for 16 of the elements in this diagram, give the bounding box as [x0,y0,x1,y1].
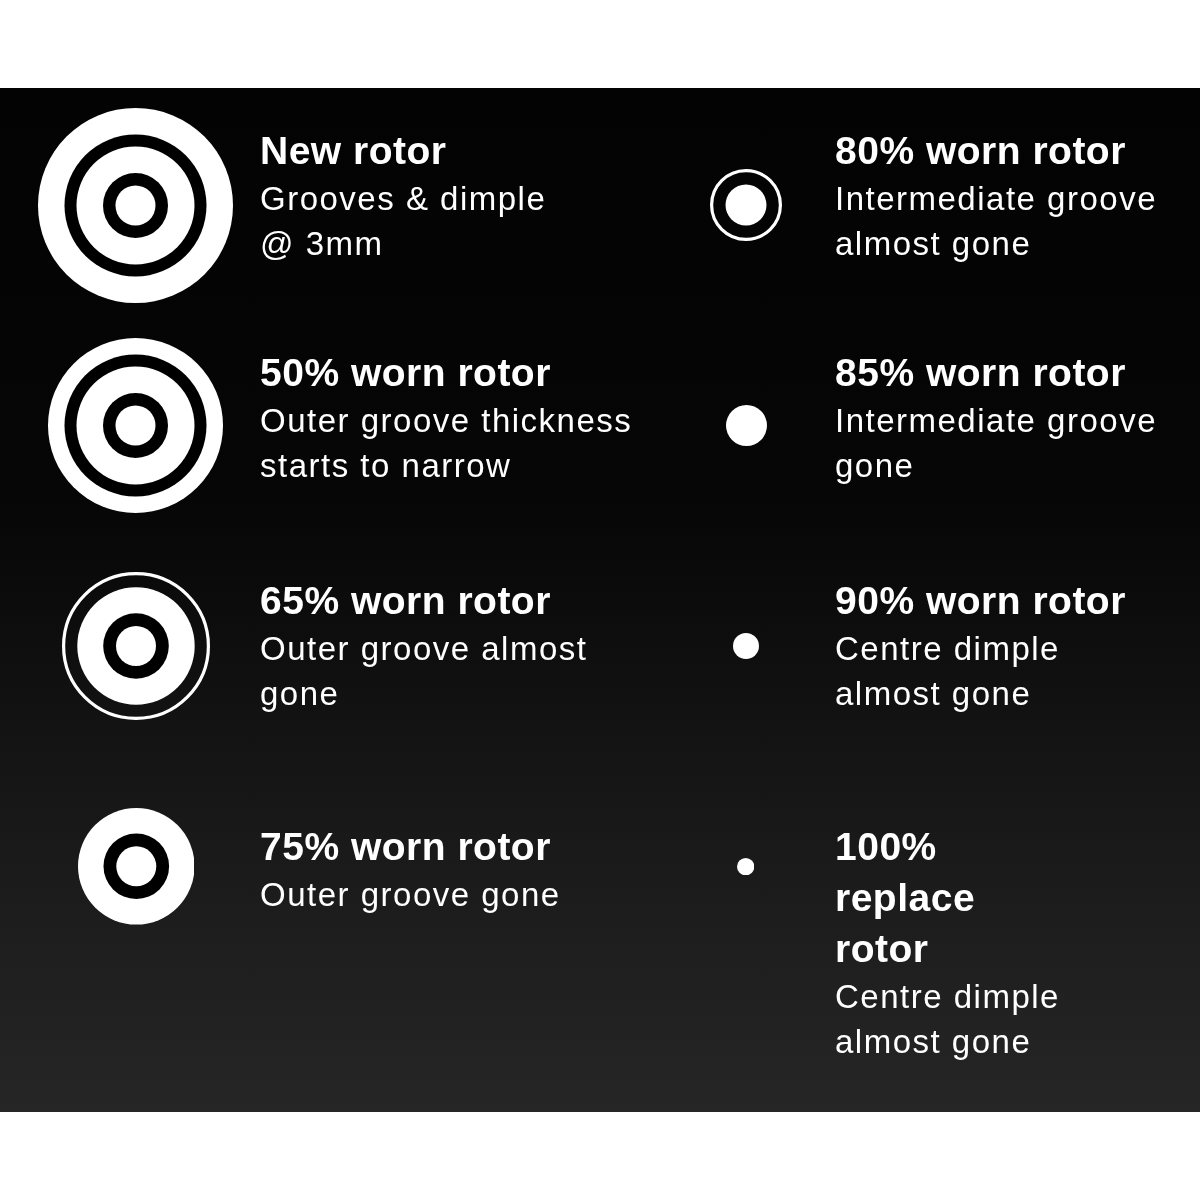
heading: 65% worn rotor [260,578,552,624]
heading: 90% worn rotor [835,578,1127,624]
description: Centre dimple almost gone [835,977,1061,1062]
description: Grooves & dimple @ 3mm [260,179,548,264]
heading: 85% worn rotor [835,350,1127,396]
description: Intermediate groove gone [835,401,1158,486]
heading: 50% worn rotor [260,350,552,396]
heading: 100% replace rotor [835,824,977,972]
heading: New rotor [260,128,448,174]
description: Intermediate groove almost gone [835,179,1158,264]
description: Outer groove thickness starts to narrow [260,401,634,486]
heading: 80% worn rotor [835,128,1127,174]
description: Outer groove gone [260,875,562,915]
description: Outer groove almost gone [260,629,589,714]
description: Centre dimple almost gone [835,629,1061,714]
heading: 75% worn rotor [260,824,552,870]
